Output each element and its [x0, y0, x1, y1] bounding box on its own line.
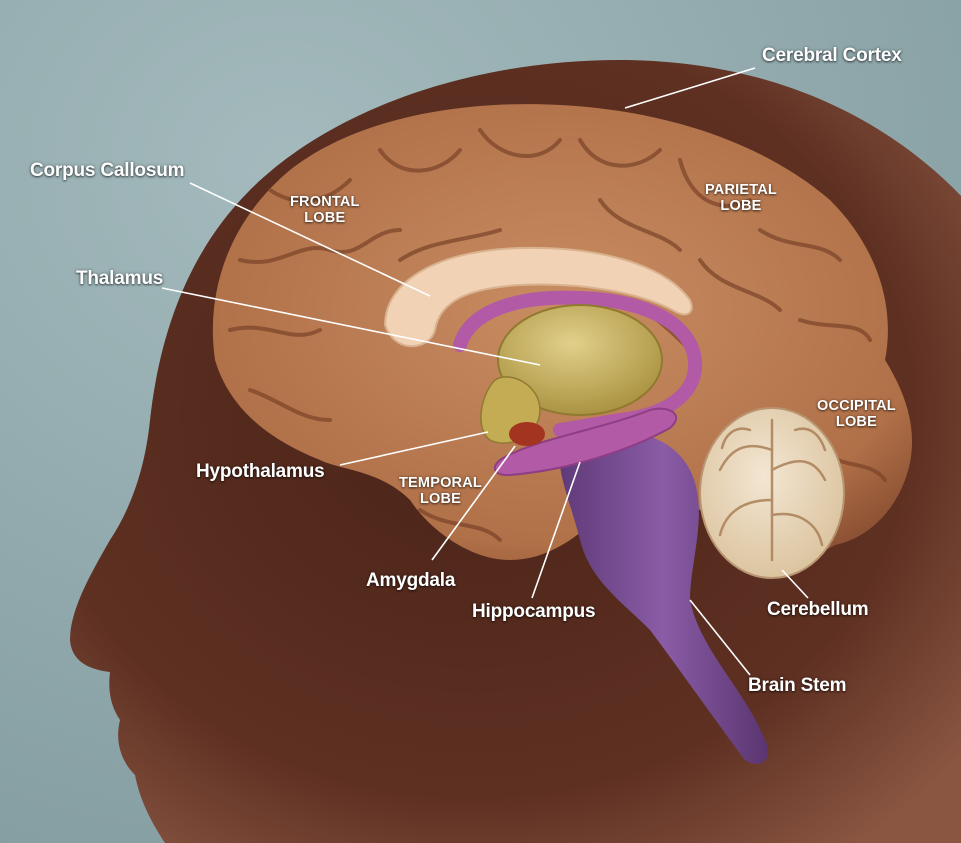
leader-amygdala — [431, 445, 516, 561]
parietal-lobe-line-1: PARIETAL — [705, 182, 777, 198]
temporal-lobe-line-2: LOBE — [419, 490, 462, 507]
leader-corpus-callosum — [189, 182, 431, 297]
brain-stem-shape — [559, 430, 769, 764]
fornix-shape — [453, 290, 703, 437]
temporal-lobe-line-1: TEMPORAL — [399, 475, 482, 491]
hippocampus-shape — [493, 407, 678, 477]
leader-hypothalamus — [339, 431, 489, 466]
label-thalamus: Thalamus — [76, 268, 164, 289]
cerebellum-shape — [699, 407, 845, 579]
label-cerebellum: Cerebellum — [767, 599, 869, 620]
label-parietal-lobe: PARIETAL LOBE — [705, 182, 777, 215]
occipital-lobe-line-2: LOBE — [835, 413, 877, 430]
label-cerebral-cortex: Cerebral Cortex — [762, 45, 902, 66]
label-hippocampus: Hippocampus — [472, 601, 596, 622]
label-occipital-lobe: OCCIPITAL LOBE — [817, 398, 896, 431]
leader-cerebral-cortex — [624, 67, 756, 109]
label-frontal-lobe: FRONTAL LOBE — [290, 194, 360, 227]
leader-hippocampus — [531, 461, 581, 599]
label-hypothalamus: Hypothalamus — [196, 461, 325, 482]
occipital-lobe-line-1: OCCIPITAL — [817, 398, 896, 414]
leader-brain-stem — [689, 599, 751, 676]
leader-thalamus — [161, 287, 541, 366]
thalamus-shape — [497, 304, 663, 416]
parietal-lobe-line-2: LOBE — [720, 197, 762, 214]
frontal-lobe-line-2: LOBE — [304, 209, 346, 226]
leader-cerebellum — [781, 569, 809, 599]
label-brain-stem: Brain Stem — [748, 675, 847, 696]
label-corpus-callosum: Corpus Callosum — [30, 160, 185, 181]
corpus-callosum-shape — [383, 246, 693, 348]
label-temporal-lobe: TEMPORAL LOBE — [399, 475, 482, 508]
amygdala-shape — [509, 422, 545, 446]
leader-lines — [161, 67, 809, 676]
frontal-lobe-line-1: FRONTAL — [290, 194, 360, 210]
label-amygdala: Amygdala — [366, 570, 456, 591]
